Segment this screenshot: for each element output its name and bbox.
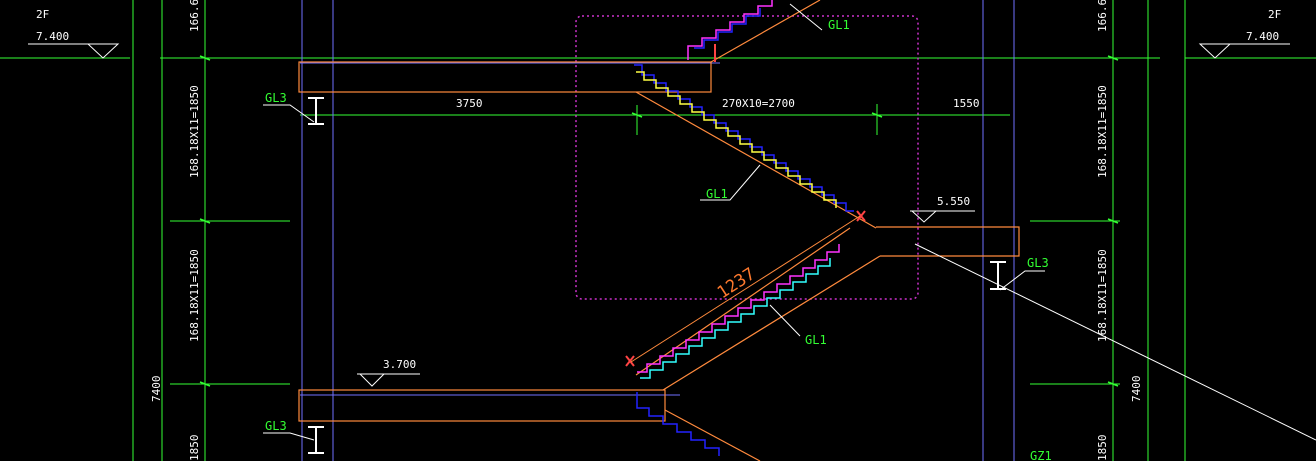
- total-height-left: 7400: [150, 376, 163, 403]
- dimension-top-right: 166.67: [1096, 0, 1109, 32]
- tag-leaders: [263, 3, 1045, 441]
- stair-profiles: [634, 0, 854, 456]
- steel-beams: [308, 97, 1006, 454]
- bottom-dim-right: 1850: [1096, 435, 1109, 461]
- section-leader-line: [914, 243, 1316, 441]
- floor-label-left: 2F: [36, 8, 49, 21]
- elev-mark-low: [357, 373, 420, 387]
- tag-gl3-bottom-left: GL3: [265, 419, 287, 433]
- elevation-markers: [28, 43, 1290, 387]
- gl3-section-top-left: [308, 97, 324, 125]
- elevation-mid: 5.550: [937, 195, 970, 208]
- tag-gl1-low: GL1: [805, 333, 827, 347]
- elev-mark-top-right: [1198, 43, 1290, 59]
- text-labels: 2F 2F 7.400 7.400 5.550 3.700 3750 270X1…: [36, 0, 1281, 461]
- flight-dimension-line: [630, 215, 861, 363]
- tag-gl1-top: GL1: [828, 18, 850, 32]
- elevation-top-right: 7.400: [1246, 30, 1279, 43]
- cut-markers: [625, 44, 866, 367]
- dimension-steps: 270X10=2700: [722, 97, 795, 110]
- tag-gl1-mid: GL1: [706, 187, 728, 201]
- riser-dim-left-lower: 168.18X11=1850: [188, 249, 201, 342]
- elevation-low: 3.700: [383, 358, 416, 371]
- elevation-top-left: 7.400: [36, 30, 69, 43]
- riser-dim-left-upper: 168.18X11=1850: [188, 85, 201, 178]
- floor-label-right: 2F: [1268, 8, 1281, 21]
- elev-mark-top-left: [28, 43, 120, 59]
- axis-lines: [300, 0, 1015, 461]
- elev-mark-mid: [910, 210, 975, 223]
- dimension-1550: 1550: [953, 97, 980, 110]
- total-height-right: 7400: [1130, 376, 1143, 403]
- tag-gl3-right: GL3: [1027, 256, 1049, 270]
- gl3-section-right: [990, 261, 1006, 290]
- dimension-3750: 3750: [456, 97, 483, 110]
- riser-dim-right-upper: 168.18X11=1850: [1096, 85, 1109, 178]
- riser-dim-right-lower: 168.18X11=1850: [1096, 249, 1109, 342]
- tag-gl3-top-left: GL3: [265, 91, 287, 105]
- gl3-section-bottom-left: [308, 426, 324, 454]
- bottom-dim-left: 1850: [188, 435, 201, 461]
- tag-gz1: GZ1: [1030, 449, 1052, 461]
- dimension-flight-length: 1237: [714, 264, 759, 303]
- dimension-top-left: 166.67: [188, 0, 201, 32]
- landing-beams: [298, 0, 1020, 461]
- grid-ticks: [199, 55, 1119, 387]
